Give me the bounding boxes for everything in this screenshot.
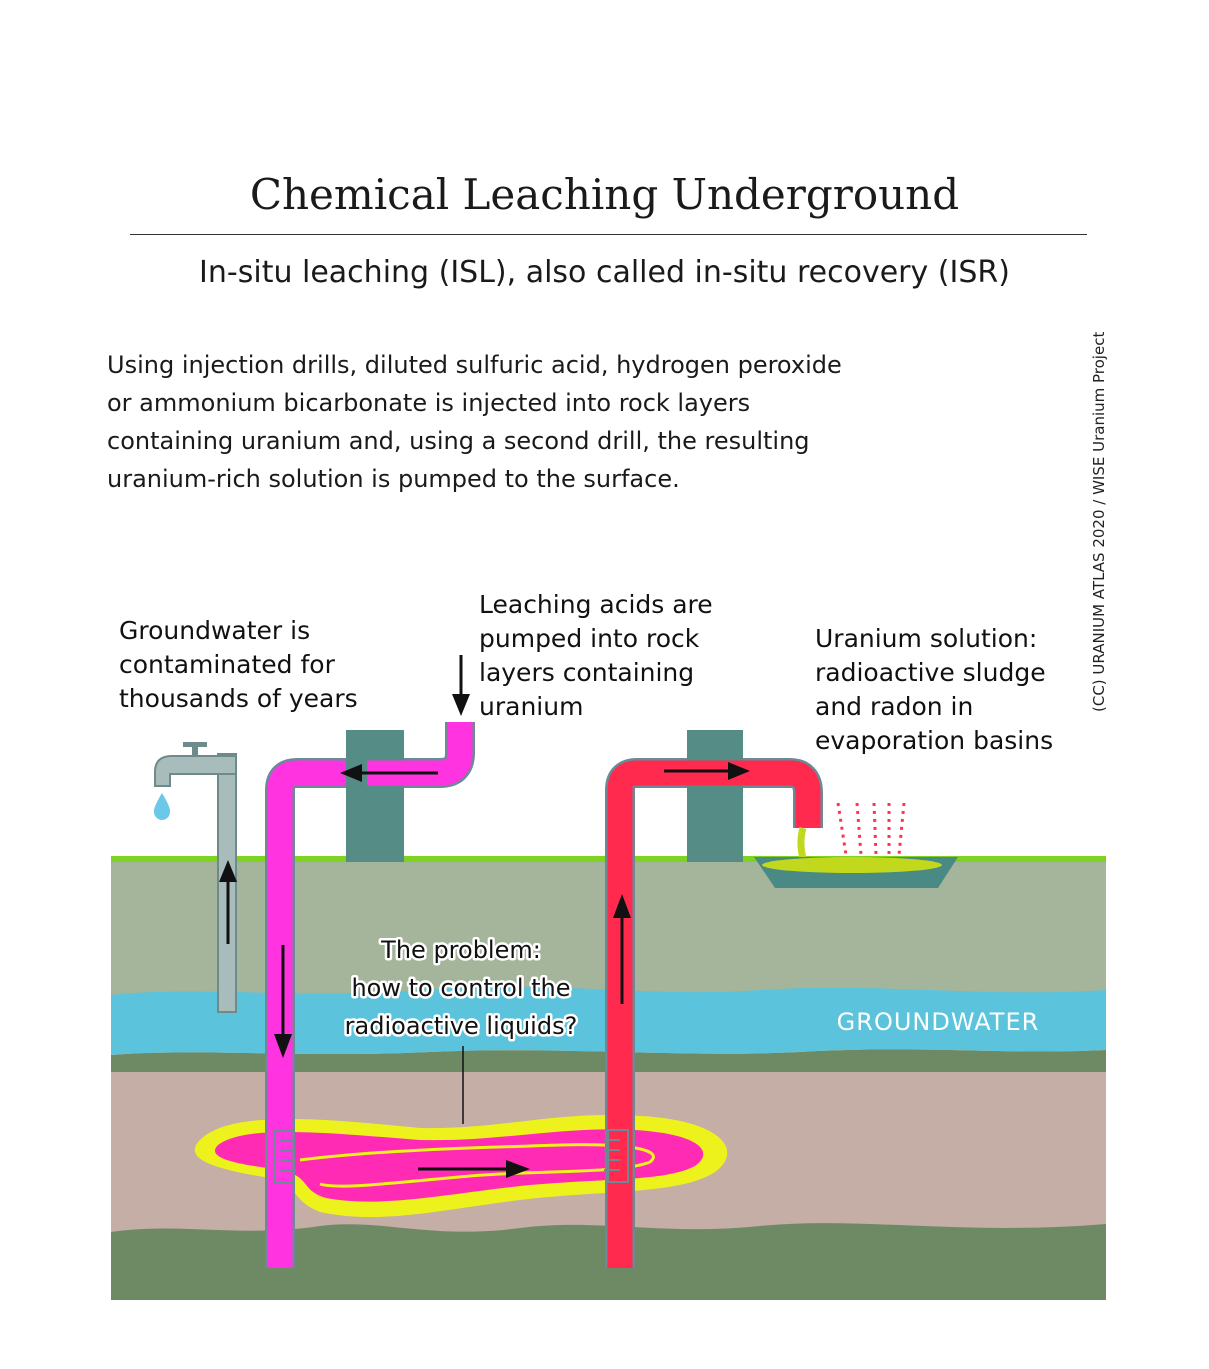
label-line: pumped into rock	[479, 624, 700, 653]
problem-line: how to control the	[351, 974, 570, 1002]
intro-text: Using injection drills, diluted sulfuric…	[107, 346, 867, 498]
label-line: radioactive sludge	[815, 658, 1046, 687]
groundwater-contaminated-label: Groundwater is contaminated for thousand…	[119, 614, 358, 716]
flow-arrow-icon	[219, 860, 237, 944]
basin-liquid	[762, 857, 942, 873]
problem-label: The problem: how to control the radioact…	[342, 934, 580, 1043]
label-line: thousands of years	[119, 684, 358, 713]
label-line: contaminated for	[119, 650, 335, 679]
label-line: and radon in	[815, 692, 974, 721]
flow-arrow-icon	[418, 1160, 530, 1178]
radon-dots	[836, 802, 906, 856]
injection-well-screen	[273, 1129, 296, 1183]
problem-line: radioactive liquids?	[345, 1012, 578, 1040]
leaching-acids-label: Leaching acids are pumped into rock laye…	[479, 588, 713, 724]
problem-line: The problem:	[380, 936, 541, 964]
label-line: Uranium solution:	[815, 624, 1038, 653]
label-line: Leaching acids are	[479, 590, 713, 619]
recovery-well-screen	[604, 1129, 629, 1183]
page-subtitle: In-situ leaching (ISL), also called in-s…	[199, 255, 1010, 290]
water-drop-icon	[153, 793, 171, 820]
intro-line: containing uranium and, using a second d…	[107, 427, 810, 455]
injection-pipe-top	[367, 722, 473, 786]
label-line: evaporation basins	[815, 726, 1054, 755]
flow-arrow-icon	[664, 762, 750, 780]
groundwater-layer-label: GROUNDWATER	[837, 1008, 1040, 1036]
injection-drill-housing	[346, 730, 404, 862]
flow-arrow-icon	[613, 894, 631, 1004]
flow-arrow-icon	[274, 945, 292, 1058]
label-line: Groundwater is	[119, 616, 311, 645]
title-divider	[130, 234, 1087, 235]
intro-line: uranium-rich solution is pumped to the s…	[107, 465, 680, 493]
intro-line: or ammonium bicarbonate is injected into…	[107, 389, 751, 417]
page-title: Chemical Leaching Underground	[249, 170, 960, 219]
leach-plume-core	[214, 1129, 704, 1202]
flow-arrow-icon	[452, 655, 470, 716]
recovery-pipe-top	[680, 760, 821, 828]
flow-arrow-icon	[340, 764, 438, 782]
label-line: uranium	[479, 692, 584, 721]
uranium-solution-label: Uranium solution: radioactive sludge and…	[815, 622, 1053, 758]
intro-line: Using injection drills, diluted sulfuric…	[107, 351, 842, 379]
leach-plume-inner	[299, 1143, 655, 1188]
label-line: layers containing	[479, 658, 695, 687]
recovery-drill-housing	[687, 730, 743, 862]
